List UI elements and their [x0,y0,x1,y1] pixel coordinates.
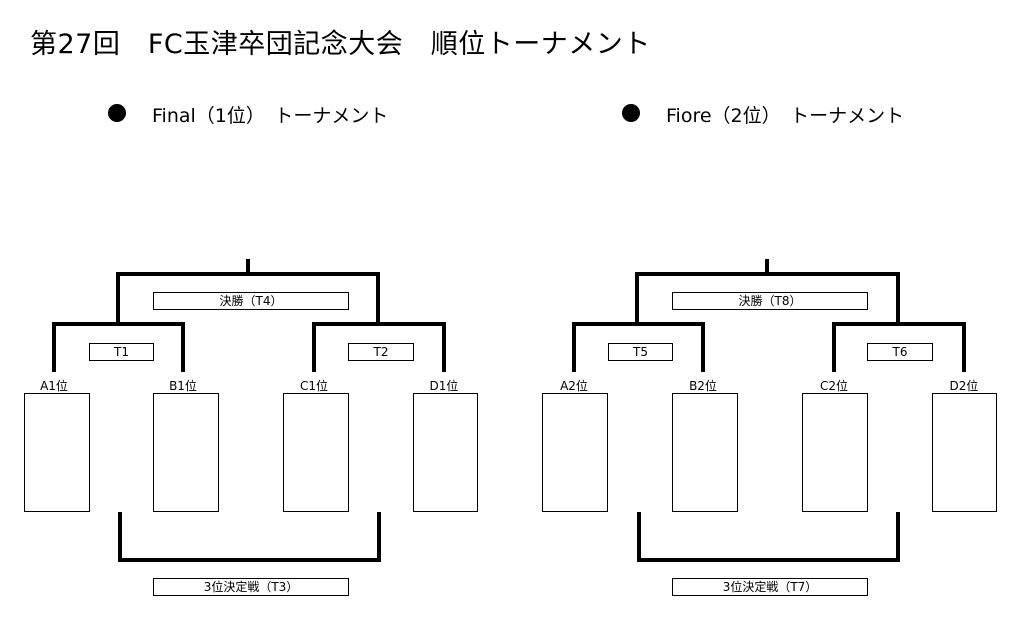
team-label: D1位 [429,379,459,393]
team-slot [542,393,608,512]
third-place-match-box: 3位決定戦（T7） [672,578,868,596]
semi-connector-t1 [52,322,185,372]
team-slot [283,393,349,512]
semi-connector-t2 [312,322,446,372]
semi-match-box: T5 [608,343,673,361]
team-slot [24,393,90,512]
third-place-connector-1 [118,512,381,562]
bullet-icon [108,104,126,122]
team-label: C2位 [819,379,848,393]
team-slot [802,393,868,512]
third-place-match-box: 3位決定戦（T3） [153,578,349,596]
semi-match-box: T1 [89,343,154,361]
semi-connector-t5 [572,322,705,372]
semi-match-box: T2 [348,343,414,361]
page-title: 第27回 FC玉津卒団記念大会 順位トーナメント [30,29,651,60]
team-slot [932,393,997,512]
final-connector-1 [116,272,380,324]
team-slot [153,393,219,512]
team-slot [672,393,738,512]
semi-connector-t6 [832,322,966,372]
team-label: C1位 [299,379,328,393]
semi-match-box: T6 [867,343,933,361]
tournament-heading-1: Final（1位） トーナメント [152,105,389,127]
team-label: B2位 [689,379,717,393]
team-label: D2位 [949,379,979,393]
third-place-connector-2 [637,512,900,562]
final-match-box: 決勝（T8） [672,292,868,310]
tournament-heading-2: Fiore（2位） トーナメント [666,105,905,127]
team-label: A2位 [560,379,588,393]
final-match-box: 決勝（T4） [153,292,349,310]
team-label: B1位 [169,379,197,393]
team-slot [413,393,478,512]
bullet-icon [622,104,640,122]
team-label: A1位 [40,379,68,393]
final-connector-2 [635,272,900,324]
